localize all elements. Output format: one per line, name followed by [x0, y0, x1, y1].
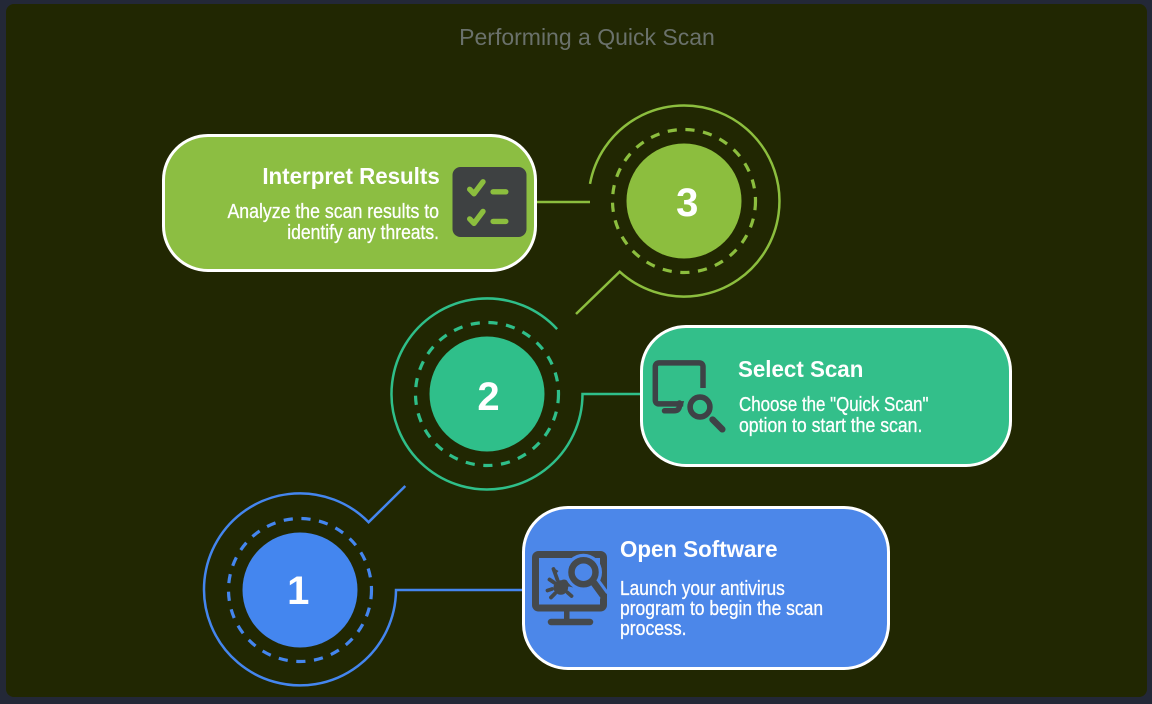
svg-text:2: 2: [477, 375, 499, 419]
svg-text:3: 3: [676, 181, 698, 225]
svg-text:1: 1: [287, 569, 309, 613]
